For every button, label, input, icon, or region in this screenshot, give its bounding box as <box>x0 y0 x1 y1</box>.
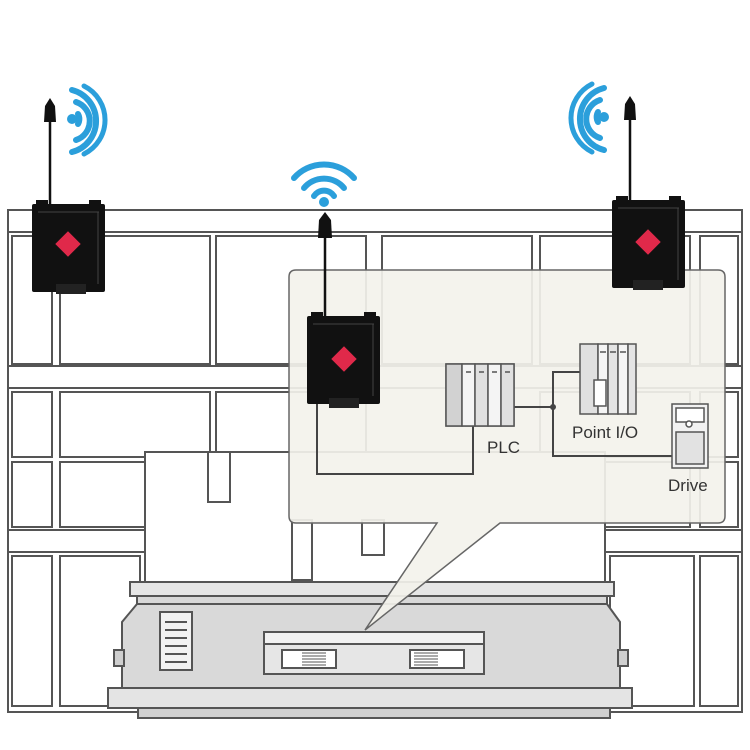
wifi-signal-icon <box>291 161 357 199</box>
point-io-label: Point I/O <box>572 423 638 442</box>
cable-junction <box>550 404 556 410</box>
network-cables <box>316 371 672 475</box>
wireless-radio-right <box>612 96 685 290</box>
plc-label: PLC <box>487 438 520 457</box>
wifi-signal-icon <box>69 83 108 157</box>
wireless-radio-icon <box>307 312 380 408</box>
wifi-signal-icon <box>568 81 607 155</box>
wifi-signal-dot <box>319 197 329 207</box>
wifi-signal-dot <box>67 114 77 124</box>
plc-icon <box>445 363 515 427</box>
wireless-radio-center <box>307 212 380 408</box>
wireless-radio-icon <box>612 196 685 290</box>
point-io-icon <box>579 343 637 415</box>
wireless-radio-icon <box>32 200 105 294</box>
wireless-radio-left <box>32 98 105 294</box>
machine-base-icon <box>107 581 633 719</box>
drive-icon <box>671 403 709 469</box>
drive-label: Drive <box>668 476 708 495</box>
wifi-signal-dot <box>599 112 609 122</box>
